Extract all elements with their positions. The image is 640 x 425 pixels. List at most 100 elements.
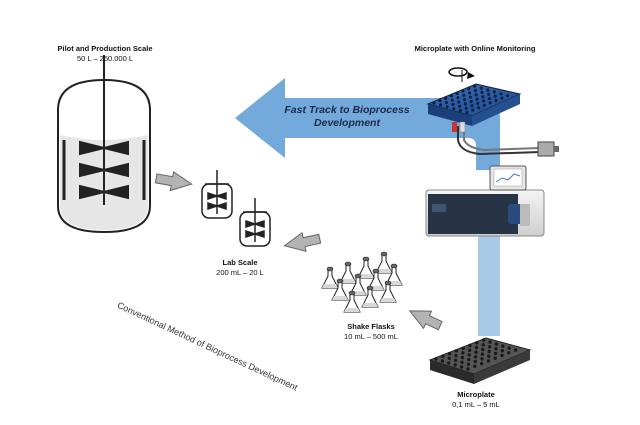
plate-well	[464, 106, 468, 110]
fiber-cables	[452, 121, 559, 157]
plate-well	[481, 338, 486, 342]
plate-well	[488, 340, 492, 344]
plate-well	[459, 365, 464, 369]
shake-flask	[343, 290, 361, 313]
shake-flask	[331, 278, 349, 301]
plate-well	[468, 343, 472, 348]
plate-well	[507, 351, 511, 355]
plate-well	[500, 353, 504, 358]
plate-well	[473, 355, 478, 359]
lab-title: Lab Scale	[222, 258, 258, 267]
fast-track-arrow	[235, 78, 500, 170]
shake-range: 10 mL – 500 mL	[344, 332, 398, 341]
lab-reactor-2	[239, 198, 271, 247]
plate-well	[465, 110, 469, 115]
plate-well	[476, 101, 480, 105]
plate-well	[441, 354, 445, 358]
plate-well	[493, 94, 497, 98]
arrow-lab-to-pilot	[154, 170, 193, 192]
pilot-bioreactor	[57, 55, 151, 234]
plate-well	[453, 358, 458, 362]
plate-well	[500, 96, 504, 100]
plate-well	[447, 361, 451, 365]
microplate-online	[426, 67, 522, 126]
plate-well	[439, 103, 443, 107]
plate-well	[482, 99, 486, 103]
plate-well	[444, 96, 448, 100]
vertical-bar	[478, 236, 500, 336]
plate-well	[466, 367, 470, 371]
microplate-range: 0,1 mL – 5 mL	[452, 400, 500, 409]
plate-well	[458, 109, 462, 113]
plate-well	[470, 104, 474, 108]
plate-well	[467, 87, 471, 91]
microplate-title: Microplate	[457, 390, 495, 399]
plate-well	[468, 95, 472, 99]
plate-well	[487, 92, 491, 96]
plate-well	[475, 341, 479, 345]
plate-well	[493, 356, 497, 360]
plate-well	[454, 349, 459, 353]
fast-track-label: Fast Track to Bioprocess Development	[262, 104, 432, 130]
shake-flask	[361, 285, 379, 308]
plate-well	[455, 91, 459, 95]
plate-well	[453, 363, 457, 367]
plate-well	[487, 349, 491, 354]
plate-well	[467, 357, 471, 362]
plate-well	[487, 345, 492, 349]
plate-well	[473, 84, 477, 88]
lab-label: Lab Scale 200 mL – 20 L	[200, 258, 280, 278]
plate-well	[444, 100, 448, 105]
plate-well	[507, 346, 511, 350]
plate-well	[463, 98, 467, 102]
plate-well	[475, 97, 479, 101]
plate-well	[438, 99, 442, 103]
plate-well	[447, 351, 452, 356]
plate-well	[494, 347, 498, 351]
plate-well	[449, 94, 453, 98]
plate-well	[487, 354, 491, 358]
plate-well	[440, 359, 445, 363]
plate-well	[434, 357, 438, 361]
shake-label: Shake Flasks 10 mL – 500 mL	[316, 322, 426, 342]
plate-well	[462, 93, 466, 97]
plate-well	[468, 91, 472, 95]
plate-well	[461, 346, 465, 350]
plate-well	[469, 99, 473, 104]
plate-well	[454, 353, 458, 358]
shake-flask	[349, 273, 367, 296]
microplate	[428, 337, 532, 384]
plate-well	[451, 102, 455, 106]
plate-well	[479, 361, 484, 366]
plate-well	[494, 342, 499, 346]
plate-well	[467, 353, 471, 357]
shake-flask	[321, 266, 339, 289]
microplate-online-title: Microplate with Online Monitoring	[414, 44, 536, 53]
arrow-microplate-to-shake	[408, 310, 443, 331]
plate-well	[457, 100, 461, 104]
plate-well	[513, 348, 518, 352]
plate-well	[506, 94, 510, 98]
pilot-label: Pilot and Production Scale 50 L – 250.00…	[40, 44, 170, 64]
shake-flask	[379, 280, 397, 303]
plate-well	[460, 355, 465, 360]
plate-well	[500, 349, 505, 353]
arrow-shake-to-lab	[283, 231, 322, 253]
shake-flask	[375, 251, 393, 274]
shake-flasks	[321, 251, 403, 313]
plate-well	[494, 98, 498, 103]
plate-well	[492, 90, 496, 94]
plate-well	[450, 98, 454, 102]
plate-well	[432, 101, 436, 105]
plate-well	[480, 352, 485, 356]
plate-well	[481, 343, 485, 347]
plate-well	[486, 359, 491, 363]
microplate-online-label: Microplate with Online Monitoring	[400, 44, 550, 54]
plate-well	[471, 108, 475, 112]
plate-well	[461, 351, 465, 355]
plate-well	[447, 356, 451, 360]
fast-track-line1: Fast Track to Bioprocess	[284, 104, 410, 116]
plate-well	[481, 347, 485, 352]
plate-well	[486, 88, 490, 92]
